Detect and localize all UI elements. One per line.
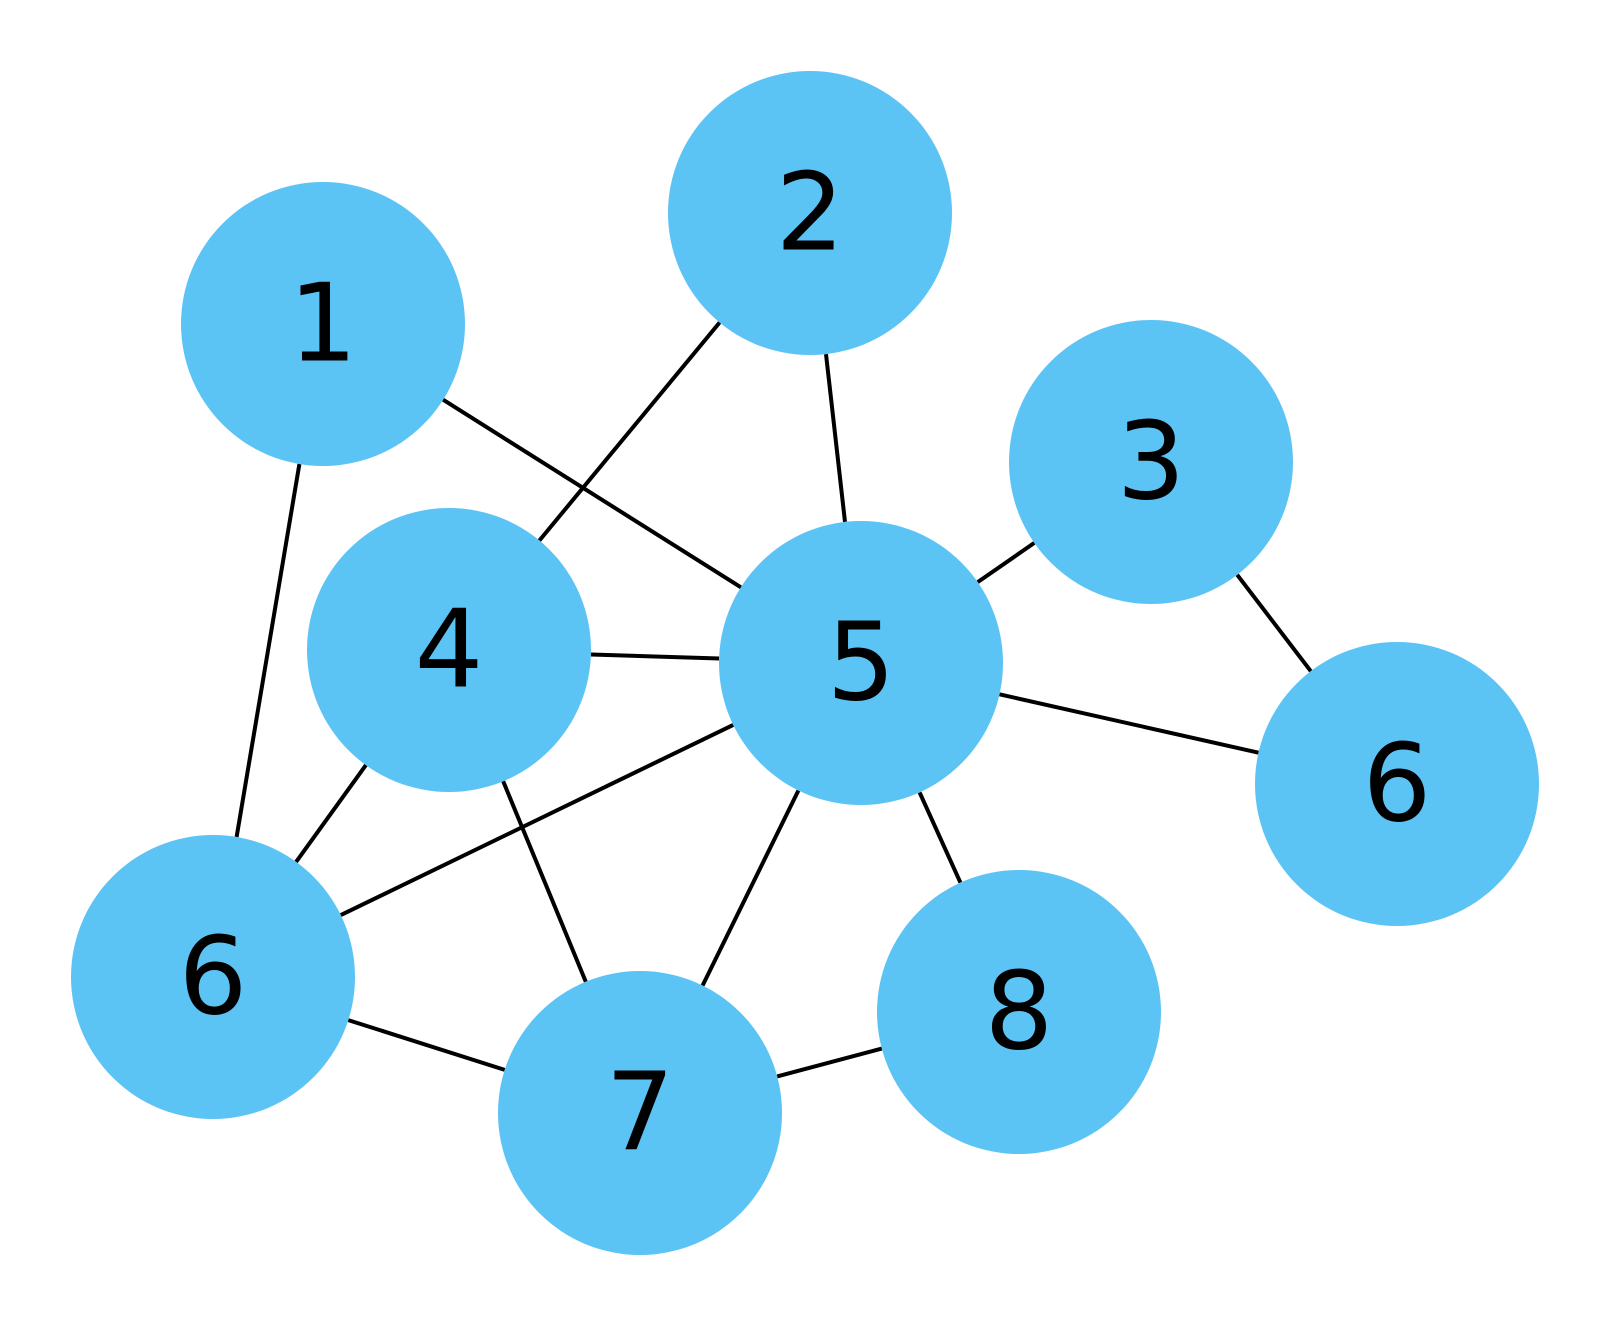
node-label: 1 [289,262,358,387]
edge-n1-n5 [442,398,742,589]
edge-n4-n7 [501,780,588,983]
edge-n1-n6a [234,463,302,838]
node-n6a: 6 [71,835,355,1119]
node-circle [877,870,1161,1154]
edge-n2-n4 [537,321,722,542]
node-n3: 3 [1009,320,1293,604]
node-n2: 2 [668,71,952,355]
node-label: 6 [179,915,248,1040]
node-circle [307,508,591,792]
node-n6b: 6 [1255,642,1539,926]
node-label: 6 [1363,722,1432,847]
edge-n5-n6b [999,692,1259,755]
edge-n3-n5 [976,541,1036,584]
node-n7: 7 [498,971,782,1255]
edge-n5-n6a [339,723,735,917]
edge-n5-n7 [700,789,801,987]
node-n4: 4 [307,508,591,792]
edge-n6a-n7 [347,1018,506,1072]
node-n5: 5 [719,521,1003,805]
node-circle [498,971,782,1255]
edge-n4-n5 [590,652,720,661]
node-label: 4 [415,588,484,713]
node-circle [71,835,355,1119]
node-n8: 8 [877,870,1161,1154]
node-label: 8 [985,950,1054,1075]
edges-layer [234,321,1313,1079]
edge-n3-n6b [1235,573,1313,673]
node-label: 2 [776,151,845,276]
node-circle [181,182,465,466]
node-n1: 1 [181,182,465,466]
node-circle [668,71,952,355]
node-circle [1255,642,1539,926]
nodes-layer: 1 2 3 4 5 6 6 7 8 [71,71,1539,1255]
node-label: 7 [606,1051,675,1176]
node-label: 3 [1117,400,1186,525]
node-circle [1009,320,1293,604]
edge-n4-n6a [294,763,368,864]
edge-n5-n8 [917,791,963,884]
edge-n2-n5 [824,353,847,523]
node-label: 5 [827,601,896,726]
edge-n7-n8 [776,1046,883,1079]
node-circle [719,521,1003,805]
